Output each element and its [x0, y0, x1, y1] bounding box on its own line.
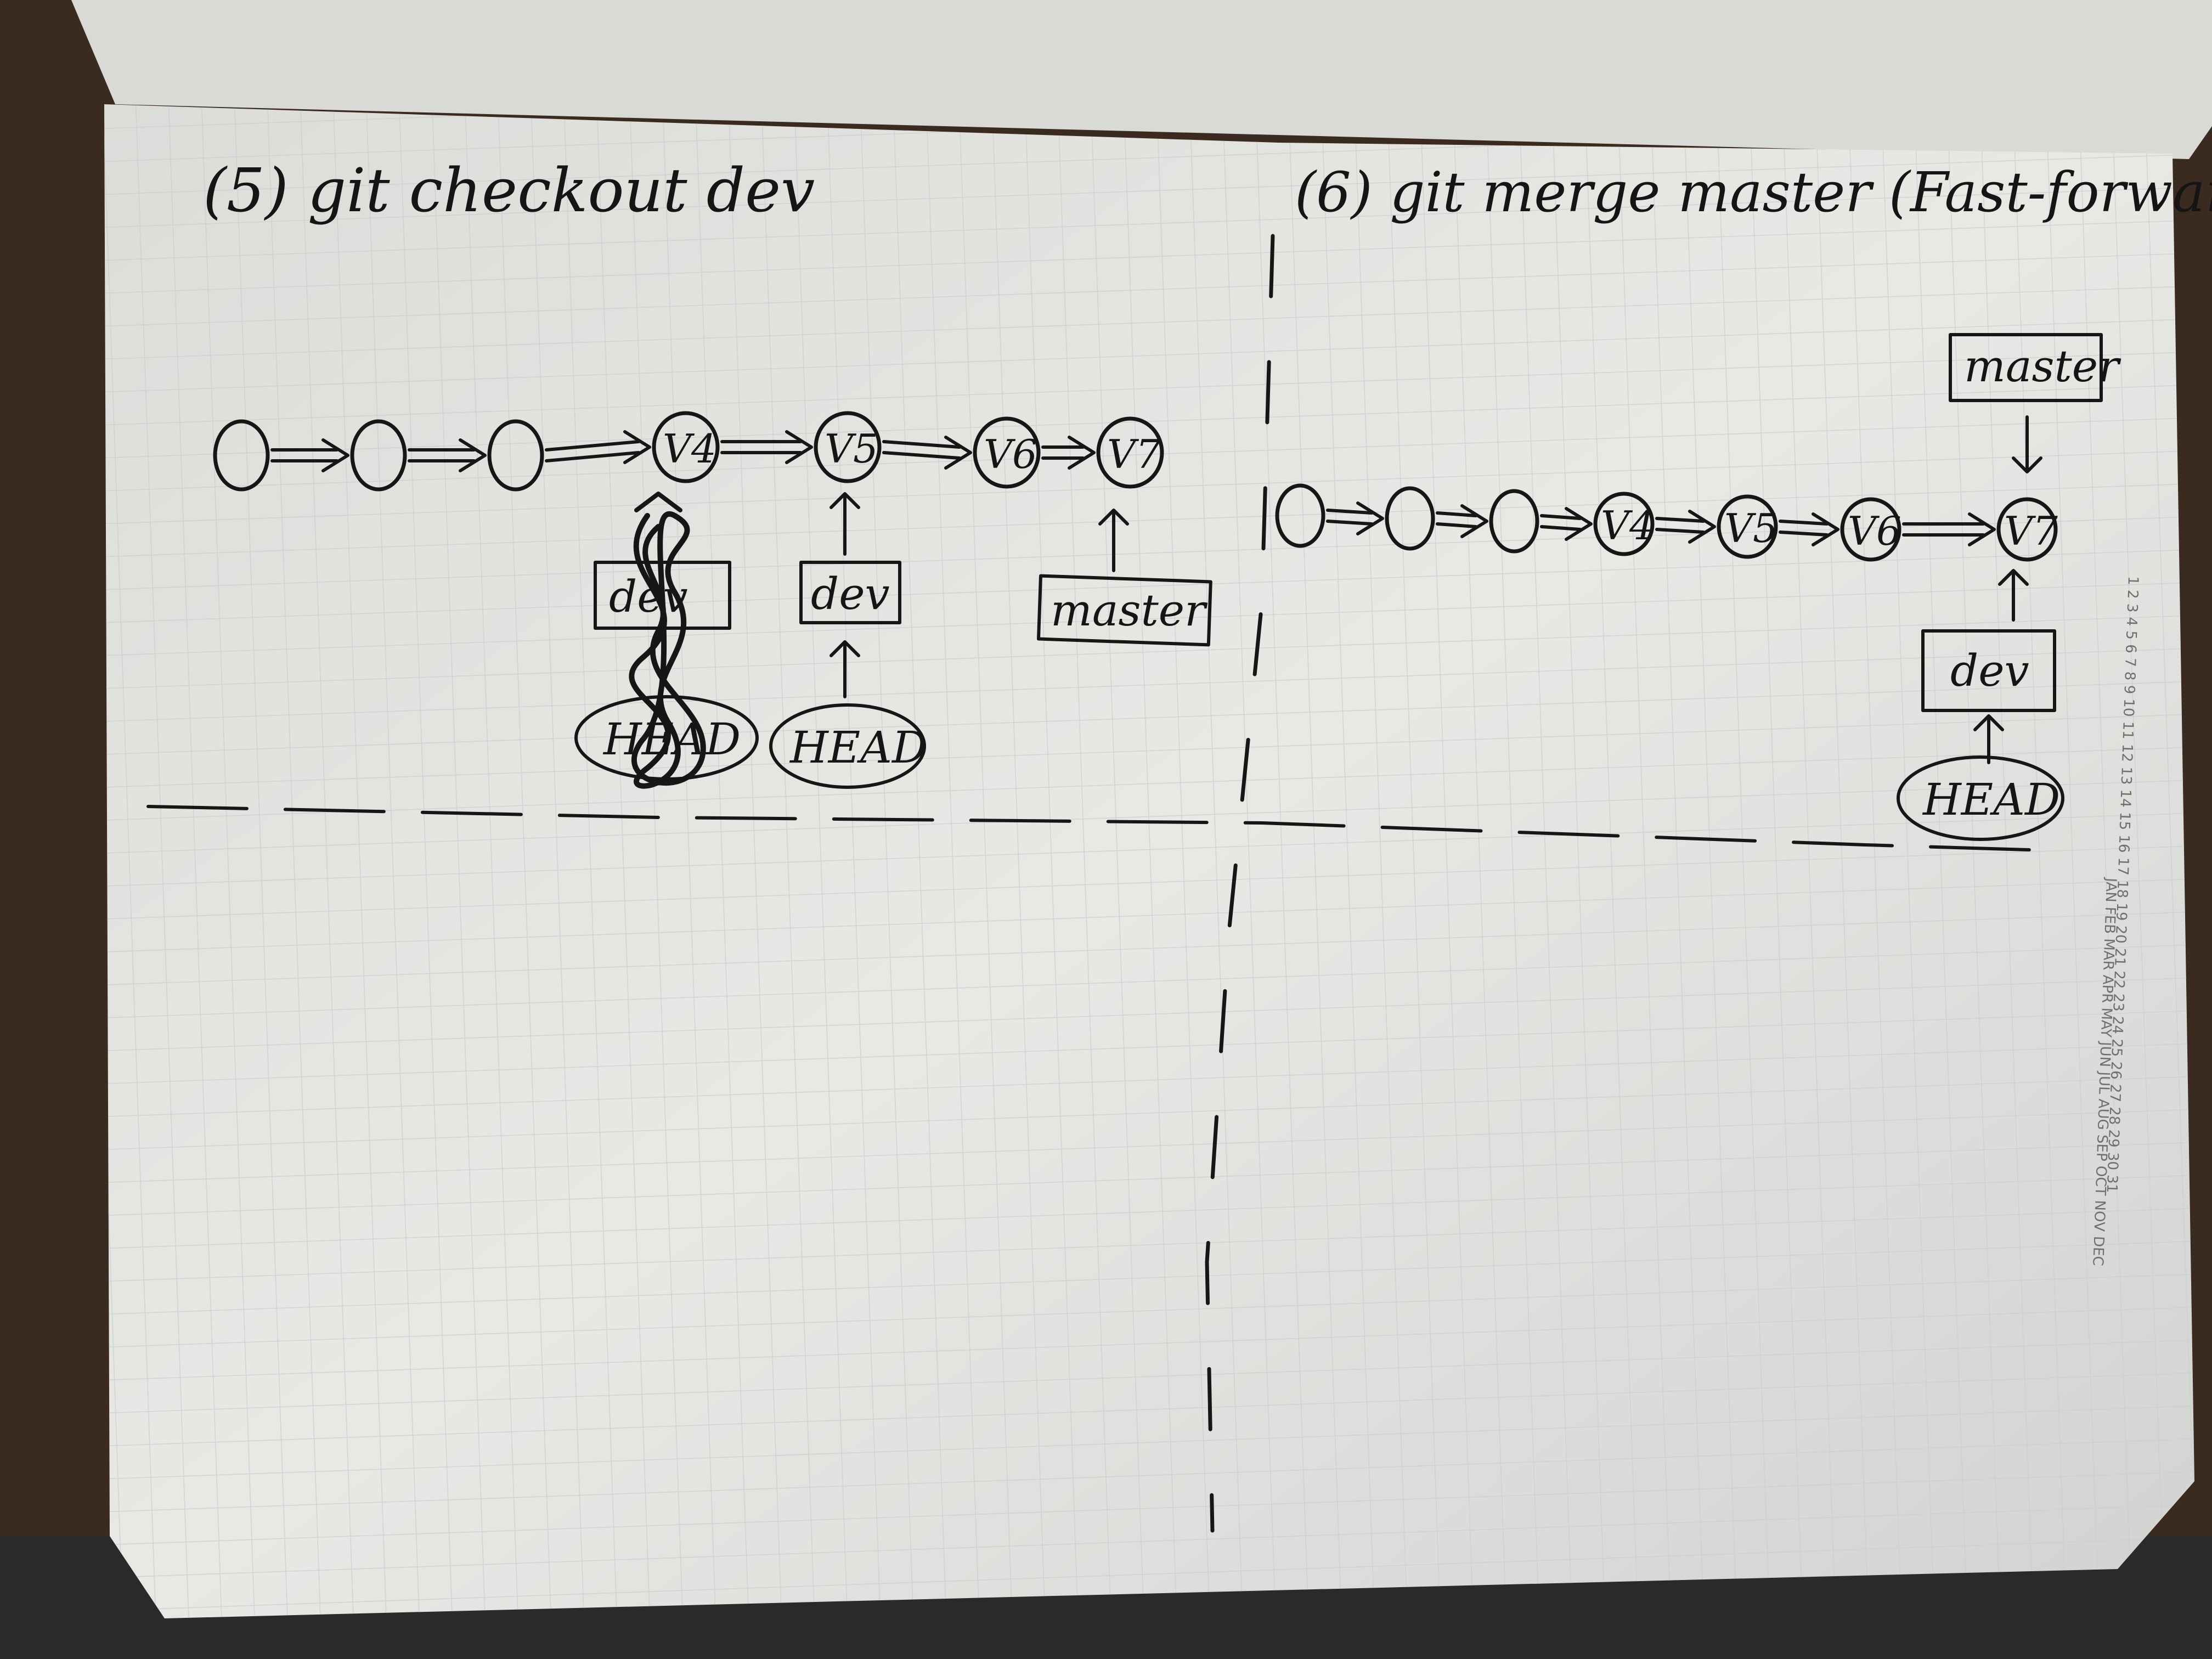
left-commit-node [350, 419, 407, 492]
scribble-arrow [634, 492, 682, 512]
right-commit-node [1593, 492, 1655, 556]
right-commit-node [1840, 497, 1901, 562]
left-commit-arrow [545, 430, 651, 464]
scribble-mark [629, 511, 706, 789]
right-dev-box [1921, 629, 2056, 712]
right-panel: (6) git merge master (Fast-forward) V4 V5… [1275, 160, 2212, 841]
left-commit-node [213, 419, 270, 492]
left-commit-arrow [1041, 436, 1096, 470]
right-commit-label: V4 [1601, 503, 1655, 549]
left-commit-arrow [720, 430, 813, 464]
left-commit-node [1096, 416, 1164, 489]
right-commit-chain: V4 V5 V6 V7 [1275, 483, 2058, 562]
left-commit-label: V5 [825, 426, 878, 472]
left-commit-label: V6 [984, 431, 1037, 477]
right-commit-arrow [1436, 504, 1488, 538]
right-commit-node [1996, 497, 2058, 562]
left-head-label: HEAD [789, 722, 927, 773]
right-commit-arrow [1540, 507, 1593, 541]
left-commit-node [814, 411, 882, 483]
left-dev-box [799, 561, 901, 624]
left-commit-chain: V4 V5 V6 V7 [213, 411, 1164, 492]
horizontal-divider [146, 805, 2048, 852]
right-commit-label: V6 [1848, 508, 1901, 554]
left-dev-label: dev [811, 568, 890, 619]
arrow-dev-up-to-v7 [1998, 569, 2029, 622]
right-head-oval [1897, 755, 2064, 841]
grid-overlay [104, 104, 2194, 1618]
left-commit-node [652, 411, 720, 483]
left-commit-label: V7 [1107, 431, 1161, 477]
left-master-label: master [1051, 585, 1208, 636]
left-master-box [1037, 574, 1212, 647]
right-head-label: HEAD [1922, 774, 2060, 825]
arrow-master-to-v7 [1098, 509, 1129, 572]
right-commit-arrow [1902, 512, 1996, 546]
arrow-head-to-dev [830, 640, 860, 698]
left-commit-arrow [270, 438, 349, 472]
right-commit-arrow [1655, 510, 1716, 544]
left-commit-label: V4 [663, 426, 716, 472]
right-commit-node [1385, 486, 1435, 551]
right-commit-label: V5 [1724, 505, 1778, 551]
right-master-label: master [1964, 341, 2121, 392]
arrow-master-down-to-v7 [2012, 415, 2042, 473]
left-commit-arrow [408, 438, 487, 472]
left-panel: (5) git checkout dev V4 V5 V6 V7 dev HEAD d… [203, 155, 1212, 789]
left-commit-arrow [882, 436, 972, 470]
left-commit-node [973, 416, 1041, 489]
back-page [71, 0, 2212, 159]
scribble-block: dev HEAD [574, 492, 759, 789]
left-commit-node [487, 419, 544, 492]
arrow-head-up-to-dev [1973, 714, 2004, 764]
right-title: (6) git merge master (Fast-forward) [1295, 160, 2212, 224]
right-commit-node [1275, 483, 1325, 548]
scribbled-head-label: HEAD [602, 714, 741, 765]
left-head-oval [769, 703, 926, 789]
left-title: (5) git checkout dev [203, 155, 815, 225]
right-commit-node [1489, 489, 1539, 554]
right-master-box [1949, 333, 2103, 402]
right-commit-arrow [1326, 501, 1384, 535]
right-commit-label: V7 [2004, 508, 2058, 554]
right-commit-node [1717, 494, 1778, 559]
right-commit-arrow [1779, 512, 1839, 546]
right-dev-label: dev [1950, 645, 2029, 696]
arrow-dev-to-v5 [830, 492, 860, 556]
